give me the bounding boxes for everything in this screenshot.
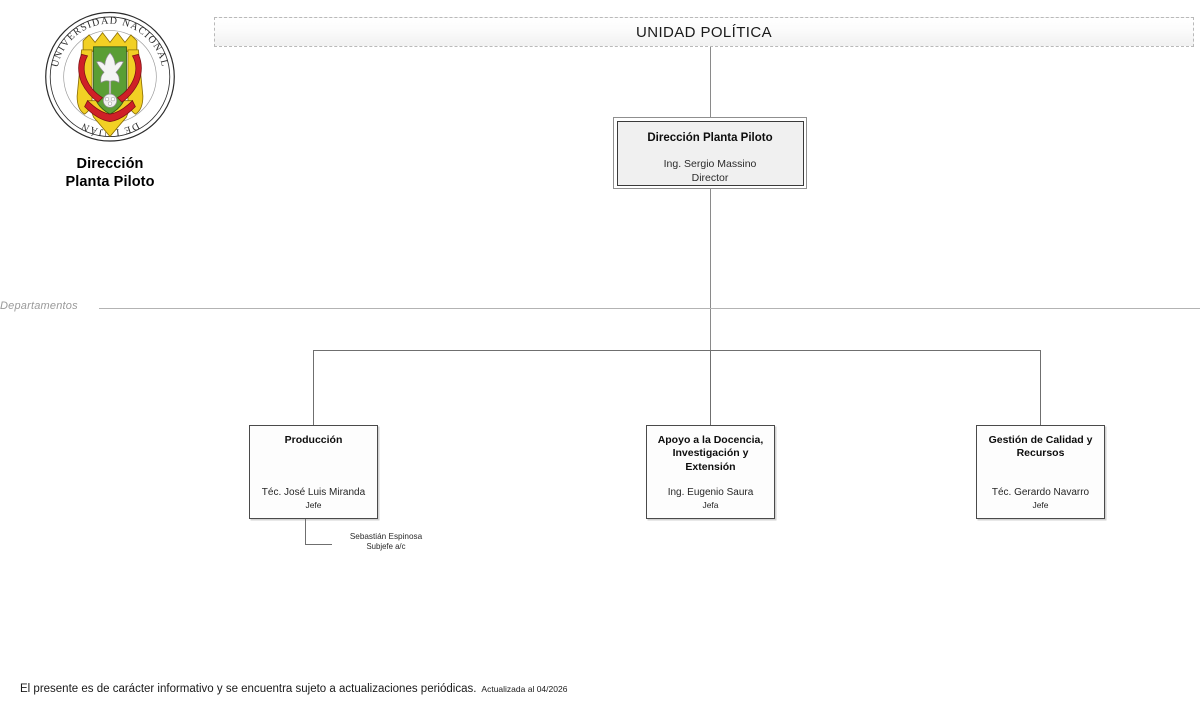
- node-role: Jefe: [305, 499, 322, 510]
- node-title: Dirección Planta Piloto: [647, 131, 773, 144]
- connector-department-bus: [313, 350, 1041, 352]
- unlu-seal-icon: UNIVERSIDAD NACIONAL DE LUJÁN: [45, 11, 175, 142]
- node-produccion[interactable]: Producción Téc. José Luis Miranda Jefe: [249, 425, 378, 519]
- node-role: Subjefe a/c: [366, 542, 406, 552]
- node-apoyo-docencia-investigacion-extension[interactable]: Apoyo a la Docencia, Investigación y Ext…: [646, 425, 775, 519]
- connector-subjefe-vertical: [305, 519, 307, 545]
- connector-subjefe-horizontal: [305, 544, 332, 546]
- section-label-departamentos: Departamentos: [0, 300, 78, 312]
- node-direccion-planta-piloto[interactable]: Dirección Planta Piloto Ing. Sergio Mass…: [613, 117, 807, 189]
- node-role: Director: [691, 171, 729, 184]
- node-person: Téc. Gerardo Navarro: [991, 487, 1090, 499]
- footer-updated-text: Actualizada al 04/2026: [481, 684, 568, 694]
- node-role: Jefe: [1032, 499, 1049, 510]
- brand-block: UNIVERSIDAD NACIONAL DE LUJÁN: [18, 8, 202, 192]
- node-subjefe-produccion[interactable]: Sebastián Espinosa Subjefe a/c: [332, 531, 440, 553]
- node-role: Jefa: [702, 499, 719, 510]
- connector-director-trunk: [710, 189, 712, 350]
- footer-main-text: El presente es de carácter informativo y…: [20, 683, 477, 695]
- node-title: Producción: [284, 434, 343, 446]
- node-person: Ing. Eugenio Saura: [667, 487, 754, 499]
- connector-drop-apoyo-docencia: [710, 350, 712, 425]
- connector-drop-gestion-calidad: [1040, 350, 1042, 425]
- brand-caption-line1: Dirección: [76, 156, 144, 172]
- brand-caption: Dirección Planta Piloto: [18, 156, 202, 192]
- node-gestion-calidad-recursos[interactable]: Gestión de Calidad y Recursos Téc. Gerar…: [976, 425, 1105, 519]
- node-title: Gestión de Calidad y Recursos: [988, 434, 1093, 460]
- unidad-politica-title: UNIDAD POLÍTICA: [635, 23, 773, 41]
- section-divider-rule: [99, 308, 1200, 309]
- node-person: Sebastián Espinosa: [349, 532, 423, 541]
- node-person: Ing. Sergio Massino: [663, 158, 757, 171]
- node-person: Téc. José Luis Miranda: [261, 487, 366, 499]
- brand-caption-line2: Planta Piloto: [65, 173, 155, 190]
- connector-drop-produccion: [313, 350, 315, 425]
- connector-header-to-director: [710, 47, 712, 118]
- unidad-politica-band: UNIDAD POLÍTICA: [214, 17, 1194, 47]
- node-title: Apoyo a la Docencia, Investigación y Ext…: [657, 434, 764, 473]
- footer-note: El presente es de carácter informativo y…: [20, 683, 567, 695]
